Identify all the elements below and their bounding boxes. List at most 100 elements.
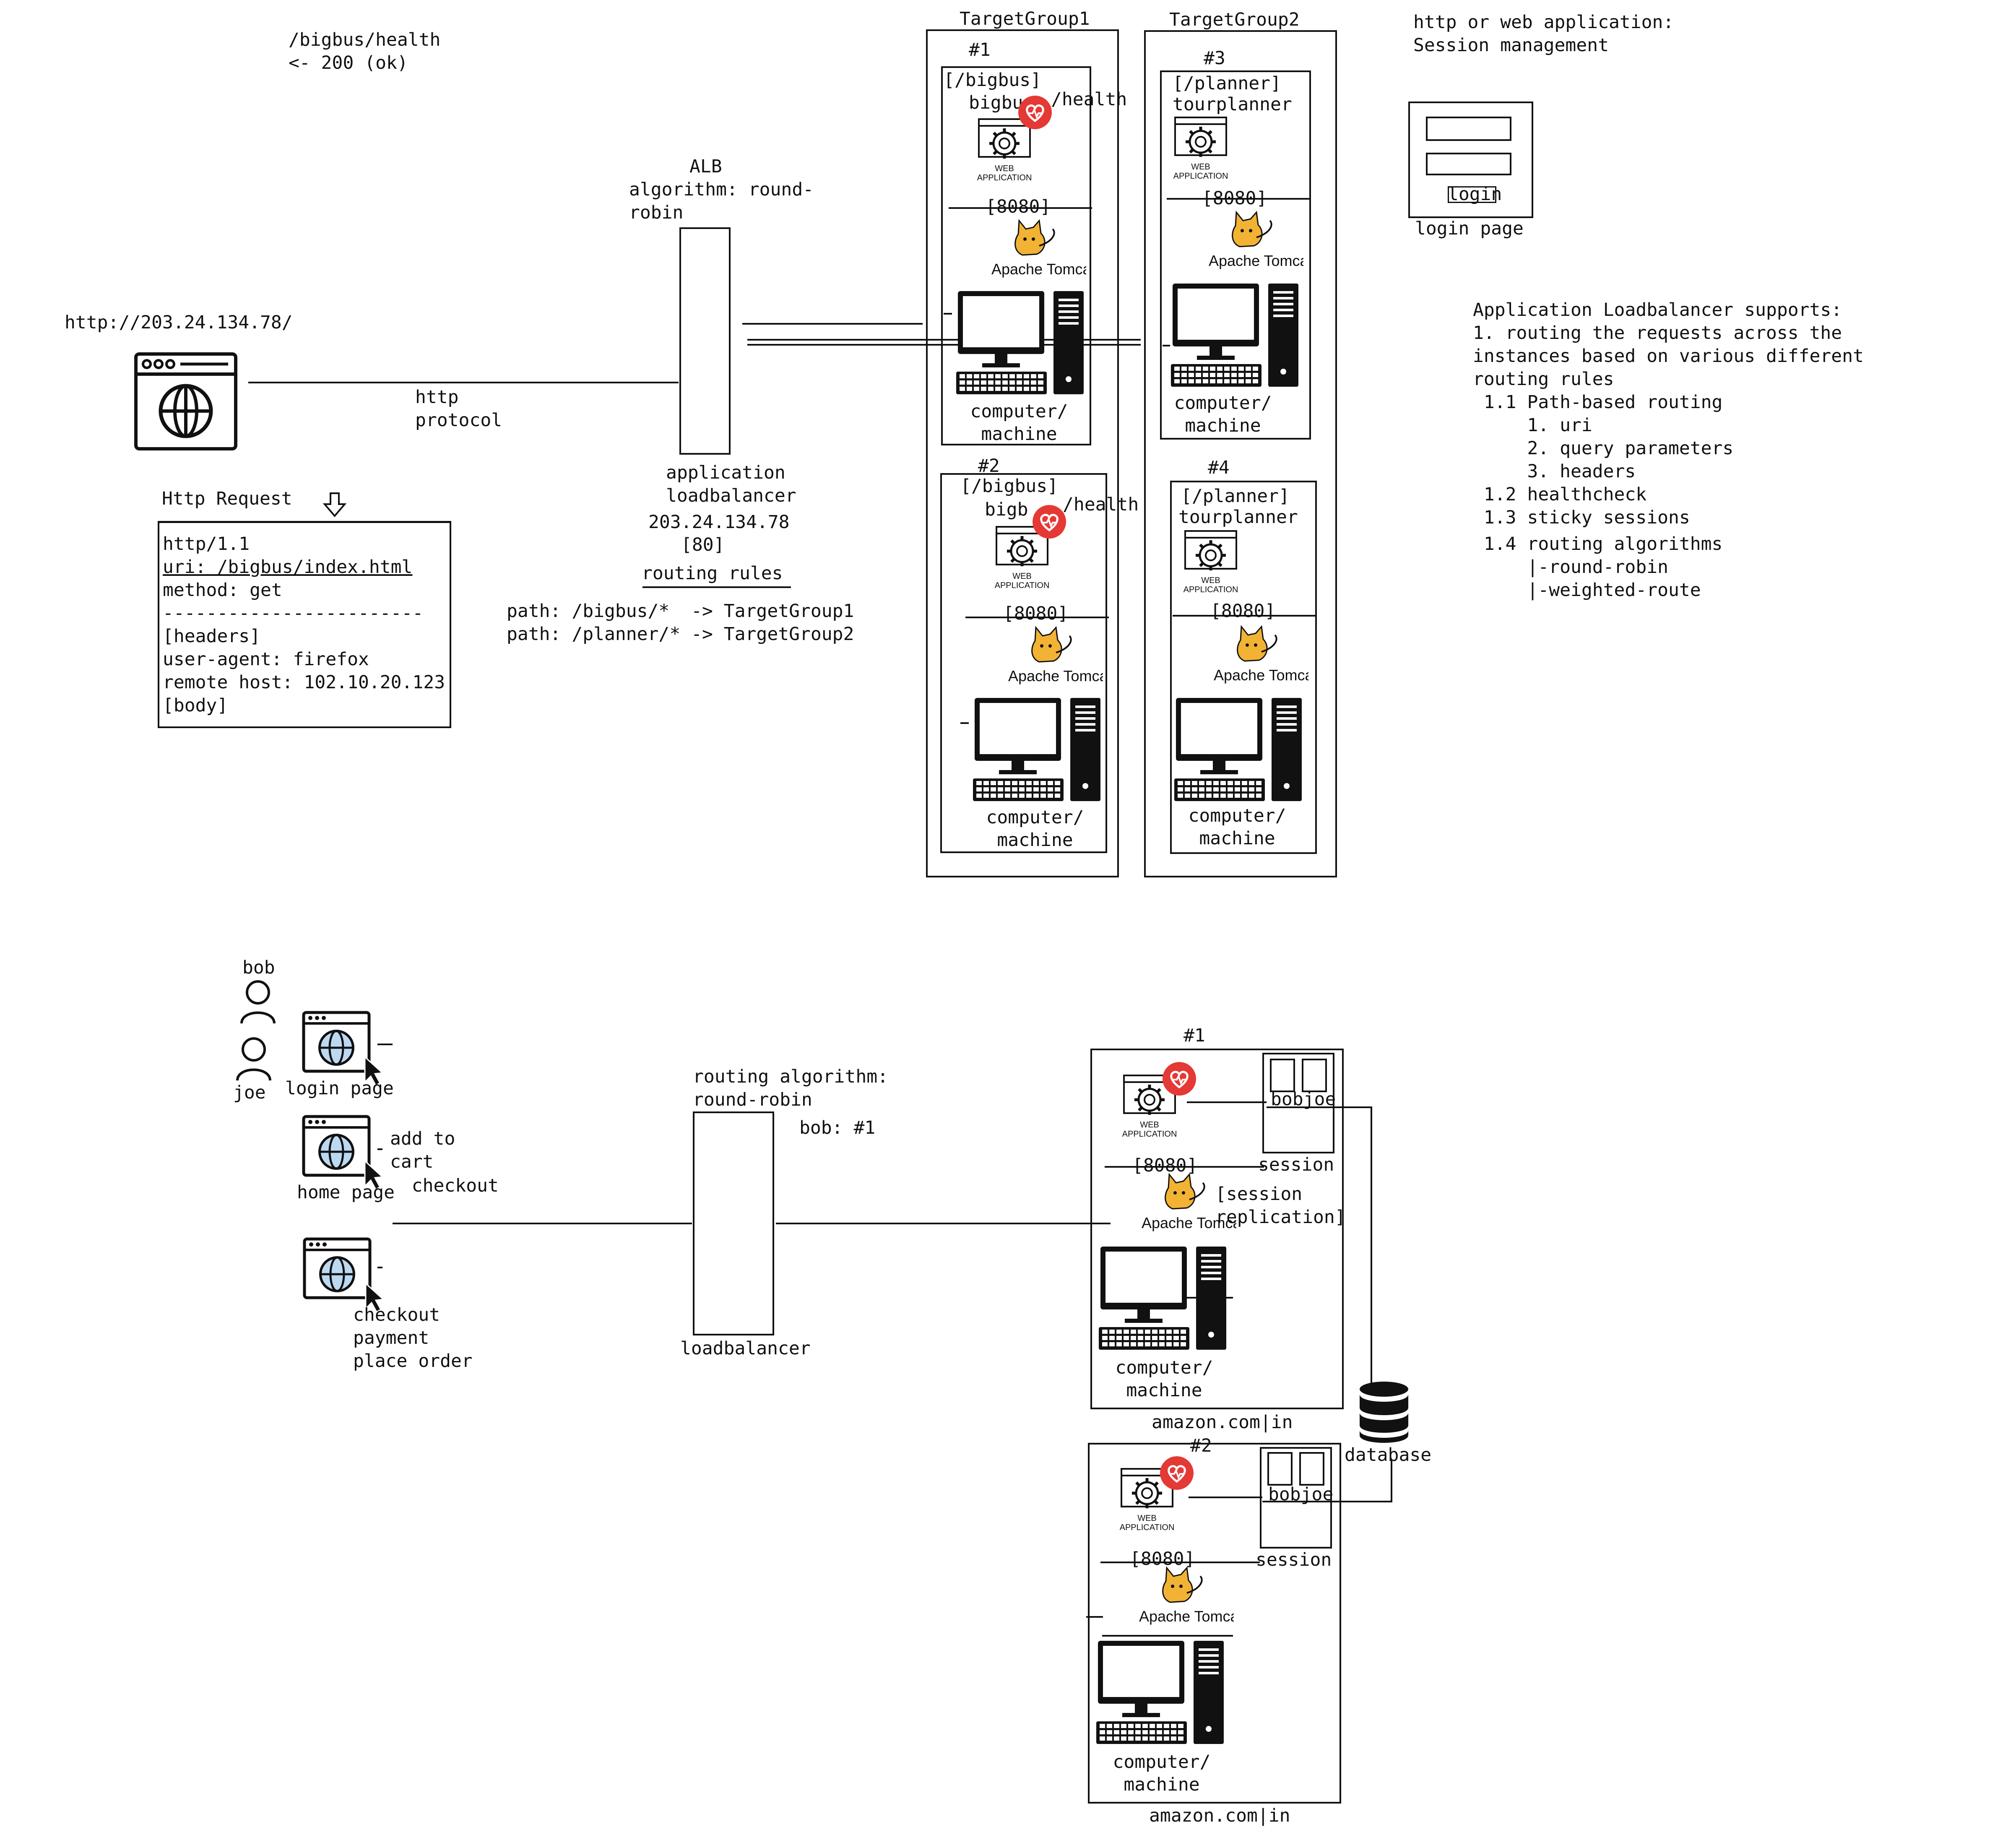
svg-text:Apache Tomcat: Apache Tomcat <box>1214 666 1308 684</box>
server-4-machine-label: computer/ machine <box>1188 805 1286 849</box>
svg-text:WEB: WEB <box>995 164 1014 173</box>
bottom-server-2-box <box>1088 1443 1341 1804</box>
http-request-uri: uri: /bigbus/index.html <box>163 557 413 578</box>
server-2-health-icon <box>1033 505 1066 539</box>
svg-text:Apache Tomcat: Apache Tomcat <box>1139 1608 1234 1625</box>
alb-supports-10: 1.4 routing algorithms <box>1473 534 1723 554</box>
bottom-server-1-number: #1 <box>1183 1025 1205 1046</box>
svg-text:Apache Tomcat: Apache Tomcat <box>1008 667 1103 685</box>
alb-supports-8: 1.2 healthcheck <box>1473 484 1647 505</box>
server-1-path: [/bigbus] <box>944 70 1041 91</box>
password-field[interactable] <box>1426 153 1511 175</box>
server-3-tomcat-icon: Apache Tomcat <box>1209 211 1303 269</box>
http-request-user-agent: user-agent: firefox <box>163 649 369 670</box>
bottom-server-2-port: [8080] <box>1130 1549 1195 1569</box>
login-browser-icon <box>302 1011 384 1086</box>
svg-text:APPLICATION: APPLICATION <box>1183 585 1238 594</box>
bottom-server-1-health-icon <box>1163 1062 1196 1096</box>
server-3-box <box>1160 70 1311 440</box>
target-group-1-box <box>926 29 1119 877</box>
session-2-bob-card <box>1267 1452 1293 1486</box>
server-2-app-name: bigb <box>985 499 1028 520</box>
database-label: database <box>1345 1445 1432 1465</box>
action-add-to: add to <box>390 1128 455 1149</box>
server-4-number: #4 <box>1208 457 1230 478</box>
action2-place-order: place order <box>353 1351 473 1372</box>
svg-text:Apache Tomcat: Apache Tomcat <box>1209 252 1303 269</box>
session-mgmt-title-1: http or web application: <box>1413 12 1674 33</box>
bottom-server-1-tomcat-icon: Apache Tomcat <box>1142 1173 1236 1231</box>
server-2-machine-label: computer/ machine <box>986 807 1084 851</box>
bottom-session-1-users: bobjoe <box>1271 1089 1336 1110</box>
health-check-path: /bigbus/health <box>289 29 441 50</box>
svg-text:APPLICATION: APPLICATION <box>1122 1130 1177 1139</box>
server-1-computer-icon <box>956 291 1084 394</box>
server-4-app-name: tourplanner <box>1178 507 1298 528</box>
bottom-server-1-domain: amazon.com|in <box>1152 1412 1293 1433</box>
session-1-bob-card <box>1270 1059 1295 1092</box>
bottom-server-1-machine-label: computer/ machine <box>1115 1357 1213 1401</box>
server-2-box <box>940 473 1107 853</box>
client-url: http://203.24.134.78/ <box>65 312 293 333</box>
app-lb-label-1: application <box>666 462 786 483</box>
session-2-joe-card <box>1299 1452 1324 1486</box>
alb-supports-9: 1.3 sticky sessions <box>1473 507 1690 528</box>
svg-text:APPLICATION: APPLICATION <box>995 581 1049 590</box>
action-cart: cart <box>390 1151 434 1172</box>
bottom-session-2-box <box>1260 1447 1332 1549</box>
bottom-server-1-port: [8080] <box>1132 1155 1198 1176</box>
home-browser-icon <box>302 1115 384 1190</box>
server-3-path: [/planner] <box>1173 73 1281 94</box>
action2-payment: payment <box>353 1327 429 1348</box>
browser-icon <box>134 352 237 450</box>
alb-supports-12: |-weighted-route <box>1473 580 1701 601</box>
http-protocol-label-1: http <box>415 387 459 408</box>
loadbalancer-label: loadbalancer <box>680 1338 811 1359</box>
arrow-down-icon <box>323 492 346 518</box>
login-button-outline <box>1448 186 1496 203</box>
alb-supports-1: 1. routing the requests across the <box>1473 323 1842 344</box>
app-lb-ip: 203.24.134.78 <box>648 512 790 533</box>
server-2-computer-icon <box>973 698 1100 801</box>
bottom-session-2-users: bobjoe <box>1268 1484 1334 1505</box>
database-icon <box>1360 1382 1408 1443</box>
server-1-health-icon <box>1018 96 1052 129</box>
server-2-tomcat-icon: Apache Tomcat <box>1008 626 1103 685</box>
bottom-server-2-number: #2 <box>1190 1435 1212 1456</box>
server-3-port: [8080] <box>1202 188 1267 209</box>
bottom-server-2-machine-label: computer/ machine <box>1113 1752 1211 1795</box>
login-page-mockup <box>1408 102 1533 218</box>
username-field[interactable] <box>1426 117 1511 141</box>
alb-supports-11: |-round-robin <box>1473 557 1668 578</box>
user-joe-label: joe <box>233 1082 266 1103</box>
svg-text:APPLICATION: APPLICATION <box>1120 1523 1174 1532</box>
http-request-line: http/1.1 <box>163 534 250 554</box>
user-bob-icon <box>240 980 276 1024</box>
routing-algorithm-label: routing algorithm: <box>693 1066 888 1087</box>
server-1-tomcat-icon: Apache Tomcat <box>991 219 1086 278</box>
svg-text:WEB: WEB <box>1137 1514 1157 1523</box>
svg-text:WEB: WEB <box>1201 576 1220 585</box>
server-4-box <box>1170 481 1317 854</box>
server-3-computer-icon <box>1171 284 1298 387</box>
http-protocol-label-2: protocol <box>415 410 502 431</box>
bottom-session-1-box <box>1262 1053 1334 1153</box>
server-4-path: [/planner] <box>1181 486 1290 507</box>
svg-text:Apache Tomcat: Apache Tomcat <box>1142 1214 1236 1231</box>
alb-supports-5: 1. uri <box>1473 415 1592 436</box>
http-request-headers: [headers] <box>163 626 260 647</box>
checkout-browser-icon <box>303 1237 385 1313</box>
server-3-app-name: tourplanner <box>1173 94 1292 115</box>
action2-checkout: checkout <box>353 1304 440 1325</box>
target-group-2-label: TargetGroup2 <box>1169 9 1300 30</box>
app-lb-label-2: loadbalancer <box>666 485 796 506</box>
http-request-box <box>158 521 451 728</box>
server-2-path: [/bigbus] <box>960 476 1058 497</box>
server-4-port: [8080] <box>1210 601 1276 622</box>
server-4-computer-icon <box>1174 698 1302 801</box>
server-4-tomcat-icon: Apache Tomcat <box>1214 625 1308 684</box>
svg-text:WEB: WEB <box>1012 572 1032 581</box>
server-3-number: #3 <box>1204 48 1225 69</box>
